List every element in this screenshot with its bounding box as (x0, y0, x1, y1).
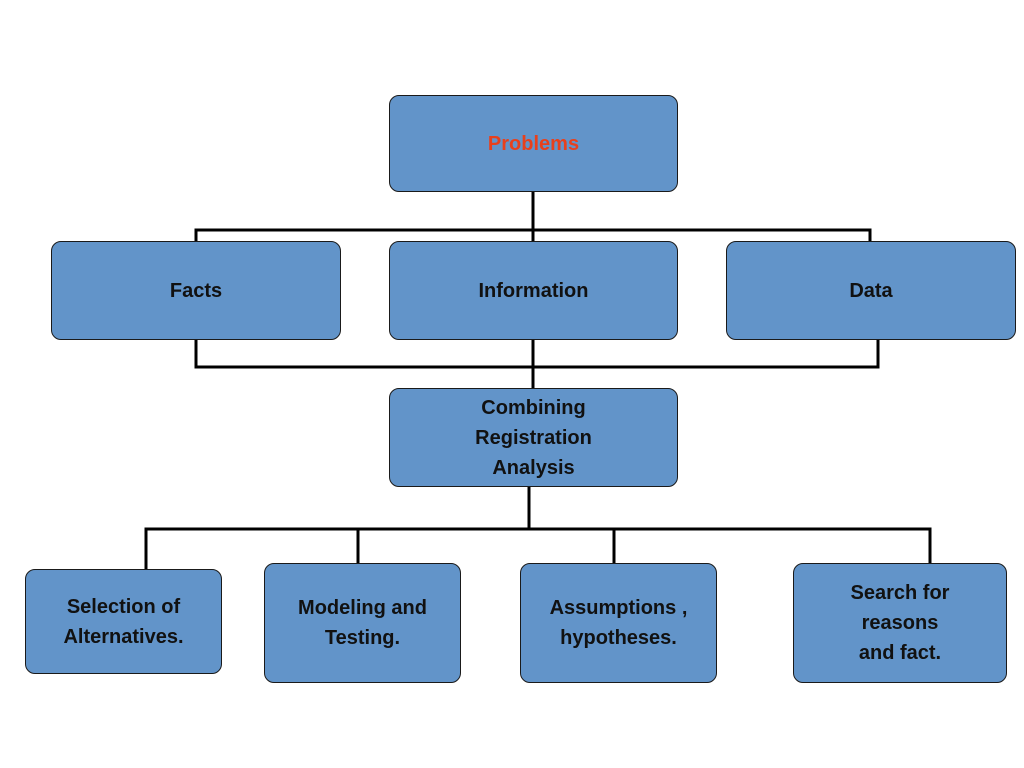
combining-registration-analysis-box: Combining Registration Analysis (389, 388, 678, 487)
assumptions-hypotheses-box: Assumptions , hypotheses. (520, 563, 717, 683)
information-box: Information (389, 241, 678, 340)
modeling-and-testing-box: Modeling and Testing. (264, 563, 461, 683)
data-box: Data (726, 241, 1016, 340)
facts-box: Facts (51, 241, 341, 340)
selection-of-alternatives-box: Selection of Alternatives. (25, 569, 222, 674)
search-for-reasons-box: Search for reasons and fact. (793, 563, 1007, 683)
problems-box: Problems (389, 95, 678, 192)
